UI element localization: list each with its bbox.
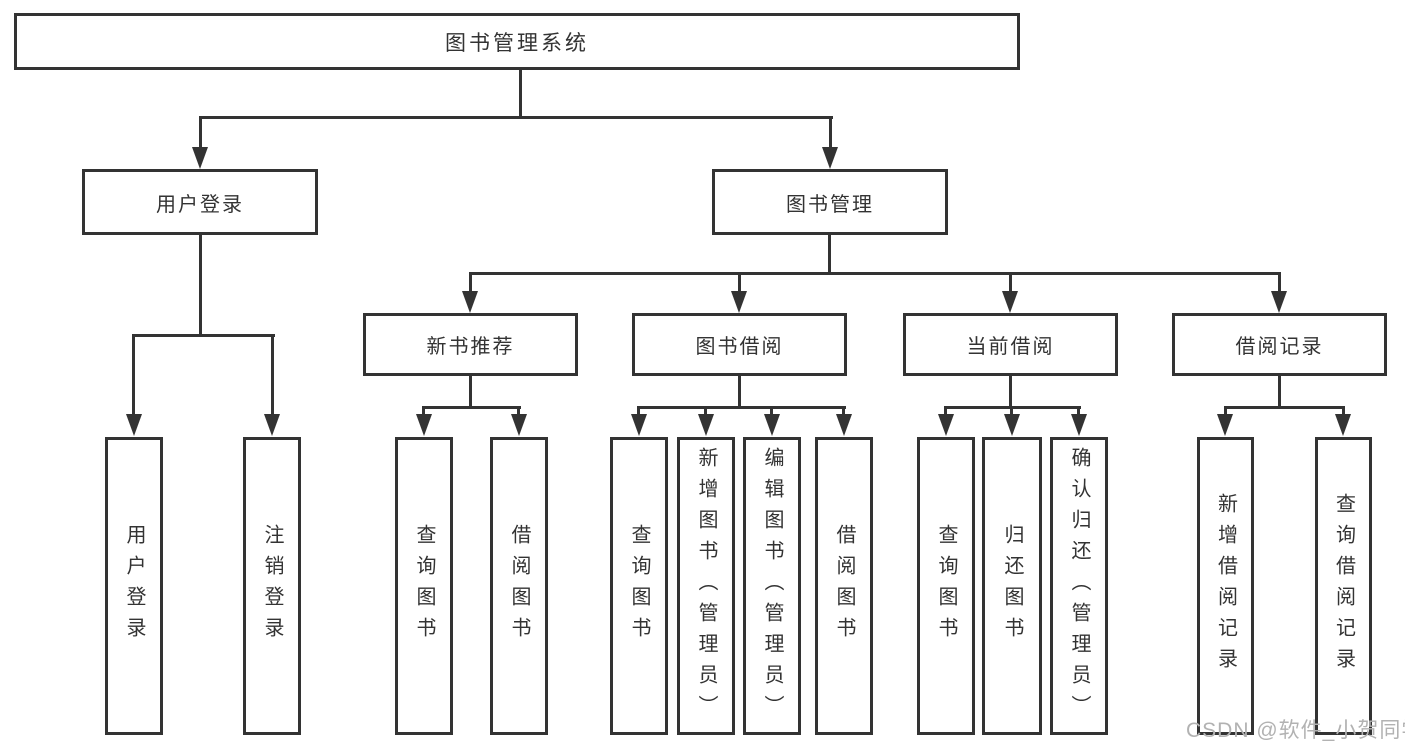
node-label: 图书管理系统 (445, 31, 589, 55)
connector-line (469, 376, 472, 408)
leaf-node-add-books-admin: 新增图书（管理员） (677, 437, 735, 735)
arrow-down-icon (836, 414, 852, 436)
connector-line (271, 334, 274, 416)
node-label: 归还图书 (1001, 524, 1023, 648)
leaf-node-user-login: 用户登录 (105, 437, 163, 735)
node-label: 确认归还（管理员） (1068, 446, 1090, 726)
node-book-management-branch: 图书管理 (712, 169, 948, 235)
connector-line (704, 406, 707, 418)
arrow-down-icon (462, 291, 478, 313)
arrow-down-icon (126, 414, 142, 436)
leaf-node-query-books: 查询图书 (395, 437, 453, 735)
arrow-down-icon (264, 414, 280, 436)
leaf-node-query-borrow-record: 查询借阅记录 (1315, 437, 1372, 735)
connector-line (1009, 272, 1012, 294)
connector-line (1278, 376, 1281, 408)
connector-line (944, 406, 947, 418)
node-label: 查询图书 (628, 524, 650, 648)
leaf-node-borrow-books: 借阅图书 (490, 437, 548, 735)
connector-line (422, 406, 521, 409)
connector-line (738, 376, 741, 408)
arrow-down-icon (631, 414, 647, 436)
connector-line (842, 406, 845, 418)
connector-line (1224, 406, 1227, 418)
arrow-down-icon (822, 147, 838, 169)
connector-line (637, 406, 846, 409)
leaf-node-query-books-2: 查询图书 (610, 437, 668, 735)
arrow-down-icon (511, 414, 527, 436)
arrow-down-icon (1217, 414, 1233, 436)
connector-line (132, 334, 135, 416)
connector-line (1278, 272, 1281, 294)
connector-line (422, 406, 425, 418)
node-label: 查询图书 (935, 524, 957, 648)
connector-line (1342, 406, 1345, 418)
csdn-watermark: CSDN @软件_小贺同学 (1186, 719, 1405, 742)
leaf-node-logout: 注销登录 (243, 437, 301, 735)
connector-line (1009, 376, 1012, 408)
node-label: 查询借阅记录 (1332, 493, 1355, 679)
leaf-node-return-books: 归还图书 (982, 437, 1042, 735)
connector-line (132, 334, 275, 337)
connector-line (199, 116, 202, 148)
connector-line (517, 406, 520, 418)
node-label: 当前借阅 (966, 336, 1055, 358)
node-new-book-recommendation: 新书推荐 (363, 313, 578, 376)
arrow-down-icon (1004, 414, 1020, 436)
leaf-node-query-books-3: 查询图书 (917, 437, 975, 735)
node-label: 用户登录 (156, 193, 244, 216)
leaf-node-borrow-books-2: 借阅图书 (815, 437, 873, 735)
node-label: 图书借阅 (695, 336, 784, 358)
arrow-down-icon (1002, 291, 1018, 313)
node-label: 用户登录 (123, 524, 145, 648)
connector-line (828, 235, 831, 275)
leaf-node-edit-books-admin: 编辑图书（管理员） (743, 437, 801, 735)
leaf-node-add-borrow-record: 新增借阅记录 (1197, 437, 1254, 735)
node-book-borrowing: 图书借阅 (632, 313, 847, 376)
arrow-down-icon (1271, 291, 1287, 313)
connector-line (469, 272, 1281, 275)
arrow-down-icon (192, 147, 208, 169)
arrow-down-icon (698, 414, 714, 436)
connector-line (1224, 406, 1345, 409)
node-library-management-system: 图书管理系统 (14, 13, 1020, 70)
connector-line (1077, 406, 1080, 418)
connector-line (738, 272, 741, 294)
connector-line (1010, 406, 1013, 418)
node-current-borrowing: 当前借阅 (903, 313, 1118, 376)
arrow-down-icon (731, 291, 747, 313)
node-label: 新增借阅记录 (1214, 493, 1237, 679)
node-label: 借阅图书 (833, 524, 855, 648)
arrow-down-icon (938, 414, 954, 436)
node-label: 借阅图书 (508, 524, 530, 648)
node-label: 查询图书 (413, 524, 435, 648)
connector-line (199, 116, 833, 119)
arrow-down-icon (416, 414, 432, 436)
node-user-login-branch: 用户登录 (82, 169, 318, 235)
node-borrowing-records: 借阅记录 (1172, 313, 1387, 376)
node-label: 新增图书（管理员） (695, 446, 717, 726)
node-label: 编辑图书（管理员） (761, 446, 783, 726)
arrow-down-icon (1335, 414, 1351, 436)
node-label: 新书推荐 (426, 336, 515, 358)
node-label: 图书管理 (786, 193, 874, 216)
node-label: 注销登录 (261, 524, 283, 648)
connector-line (199, 235, 202, 336)
connector-line (519, 70, 522, 118)
connector-line (469, 272, 472, 294)
arrow-down-icon (1071, 414, 1087, 436)
connector-line (829, 116, 832, 148)
node-label: 借阅记录 (1235, 336, 1324, 358)
connector-line (637, 406, 640, 418)
leaf-node-confirm-return-admin: 确认归还（管理员） (1050, 437, 1108, 735)
arrow-down-icon (764, 414, 780, 436)
connector-line (770, 406, 773, 418)
